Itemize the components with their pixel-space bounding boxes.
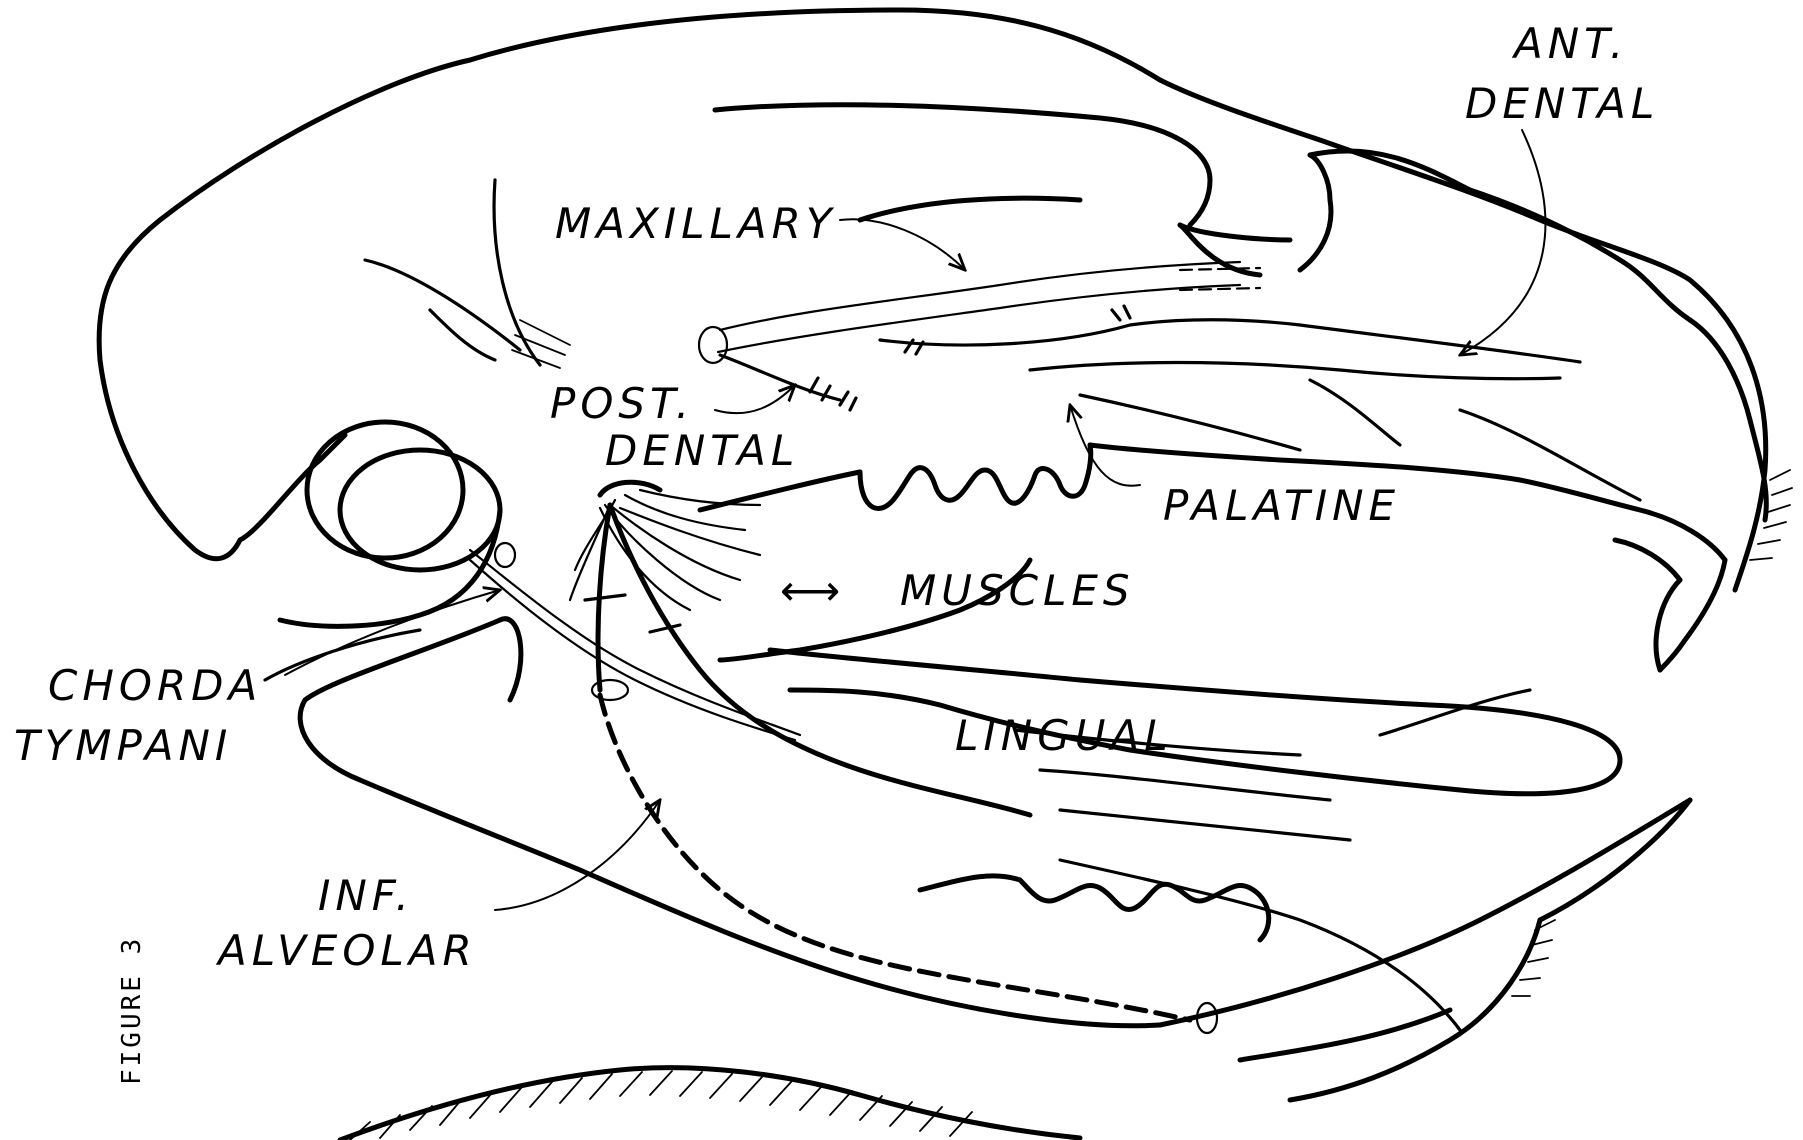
post-dental-label-line1: POST. xyxy=(550,379,694,428)
ear-region xyxy=(240,422,500,626)
muscles-label: MUSCLES xyxy=(900,566,1135,615)
ant-dental-label-line2: DENTAL xyxy=(1465,79,1659,128)
inf-alveolar-label-line1: INF. xyxy=(318,871,414,920)
maxillary-label: MAXILLARY xyxy=(555,199,837,248)
labels: ANT. DENTAL MAXILLARY POST. DENTAL PALAT… xyxy=(14,19,1659,1085)
maxillary-nerve xyxy=(699,262,1260,363)
muscles-arrow: ⟷ xyxy=(780,566,845,615)
inf-alveolar-label-line2: ALVEOLAR xyxy=(215,926,477,975)
lingual-label: LINGUAL xyxy=(955,711,1173,760)
dental-nerves xyxy=(720,306,1580,410)
chorda-tympani-label-line1: CHORDA xyxy=(48,661,262,710)
mandible xyxy=(300,619,1690,1100)
post-dental-label-line2: DENTAL xyxy=(605,426,799,475)
ant-dental-label-line1: ANT. xyxy=(1511,19,1628,68)
chorda-tympani-label-line2: TYMPANI xyxy=(14,721,232,770)
figure-caption: FIGURE 3 xyxy=(117,936,147,1085)
palatine-label: PALATINE xyxy=(1163,481,1400,530)
